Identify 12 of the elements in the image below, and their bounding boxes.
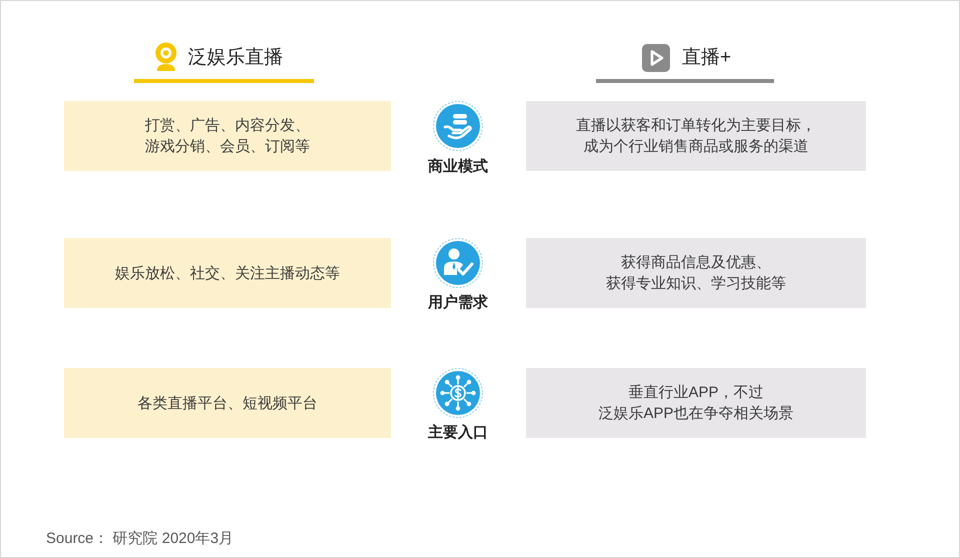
info-panel: 娱乐放松、社交、关注主播动态等 [64,238,391,308]
row-label: 用户需求 [428,293,488,313]
column-heading: 泛娱乐直播 [188,46,283,70]
info-panel: 直播以获客和订单转化为主要目标，成为个行业销售商品或服务的渠道 [526,101,866,171]
info-panel: 垂直行业APP，不过泛娱乐APP也在争夺相关场景 [526,368,866,438]
row-label: 商业模式 [428,157,488,177]
info-panel: 获得商品信息及优惠、获得专业知识、学习技能等 [526,238,866,308]
column-heading: 直播+ [682,46,732,70]
info-panel: 打赏、广告、内容分发、游戏分销、会员、订阅等 [64,101,391,171]
info-panel: 各类直播平台、短视频平台 [64,368,391,438]
source-note: Source： 研究院 2020年3月 [46,529,234,549]
row-label: 主要入口 [428,423,488,443]
